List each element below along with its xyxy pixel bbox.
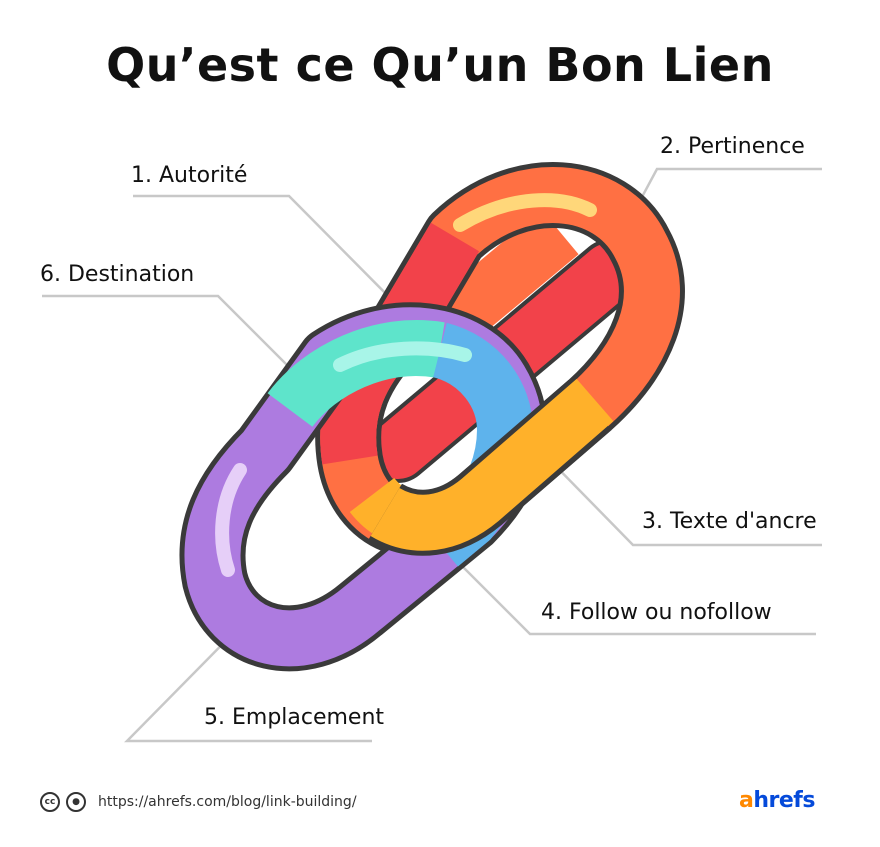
creative-commons-icon: cc xyxy=(40,792,60,812)
source-url[interactable]: https://ahrefs.com/blog/link-building/ xyxy=(98,794,357,810)
label-pertinence: 2. Pertinence xyxy=(660,134,805,159)
logo-letters-hrefs: hrefs xyxy=(753,788,815,813)
ahrefs-logo: ahrefs xyxy=(739,788,815,813)
leader-line-autorite xyxy=(133,194,403,311)
attribution-icon: ● xyxy=(66,792,86,812)
label-emplacement: 5. Emplacement xyxy=(204,705,385,730)
page-title: Qu’est ce Qu’un Bon Lien xyxy=(106,38,774,92)
label-follow-nofollow: 4. Follow ou nofollow xyxy=(541,600,772,625)
label-destination: 6. Destination xyxy=(40,262,195,287)
leader-line-follow xyxy=(441,545,816,636)
leader-line-destination xyxy=(42,294,303,381)
leader-lines xyxy=(42,167,822,743)
leader-line-texte-ancre xyxy=(539,449,822,547)
footer: cc ● https://ahrefs.com/blog/link-buildi… xyxy=(40,790,357,814)
label-autorite: 1. Autorité xyxy=(131,163,248,188)
label-texte-ancre: 3. Texte d'ancre xyxy=(642,509,817,534)
logo-letter-a: a xyxy=(739,788,754,813)
leader-line-emplacement xyxy=(124,602,372,743)
link-shapes xyxy=(179,162,685,672)
